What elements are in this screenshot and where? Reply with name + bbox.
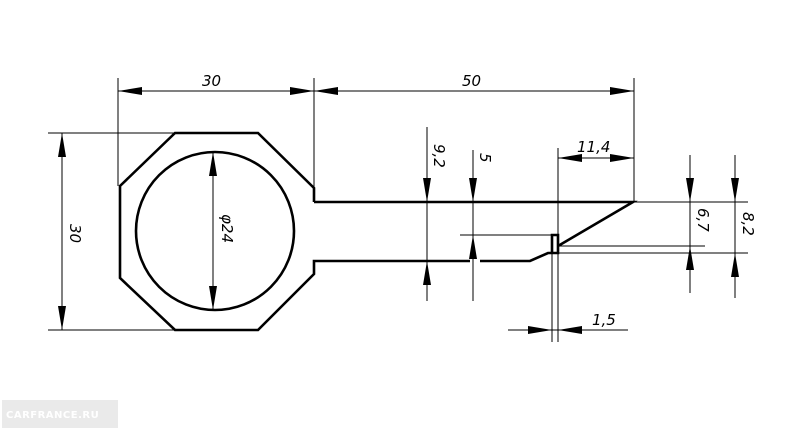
shank-bottom-edge bbox=[480, 233, 560, 263]
dim-shank-length: 50 bbox=[314, 72, 634, 95]
watermark: CARFRANCE.RU bbox=[2, 400, 118, 428]
dim-shank-height-label: 9,2 bbox=[430, 144, 448, 168]
center-hole bbox=[134, 150, 296, 312]
dim-tip-height-outer: 8,2 bbox=[731, 155, 757, 298]
dim-head-width: 30 bbox=[118, 72, 314, 95]
dim-tip-height-outer-label: 8,2 bbox=[739, 212, 757, 236]
head-and-shank-outline bbox=[118, 131, 470, 332]
dim-tip-length: 11,4 bbox=[558, 138, 634, 162]
dim-tip-length-label: 11,4 bbox=[577, 138, 610, 156]
part-outline bbox=[118, 131, 638, 332]
dim-hole-diameter: φ24 bbox=[209, 152, 236, 310]
dim-head-width-label: 30 bbox=[202, 72, 221, 90]
dim-notch-depth-label: 5 bbox=[476, 153, 494, 163]
dim-notch-depth: 5 bbox=[469, 150, 494, 301]
dim-shank-height: 9,2 bbox=[423, 127, 448, 301]
extension-lines bbox=[48, 78, 748, 342]
dim-step-width-label: 1,5 bbox=[592, 311, 616, 329]
dim-tip-height-inner-label: 6,7 bbox=[694, 208, 712, 232]
dim-head-height: 30 bbox=[58, 133, 84, 330]
watermark-text: CARFRANCE.RU bbox=[6, 410, 99, 421]
dim-tip-height-inner: 6,7 bbox=[686, 155, 712, 293]
dim-shank-length-label: 50 bbox=[462, 72, 481, 90]
dim-head-height-label: 30 bbox=[66, 224, 84, 243]
dim-hole-diameter-label: φ24 bbox=[218, 214, 236, 243]
dim-step-width: 1,5 bbox=[508, 311, 628, 334]
